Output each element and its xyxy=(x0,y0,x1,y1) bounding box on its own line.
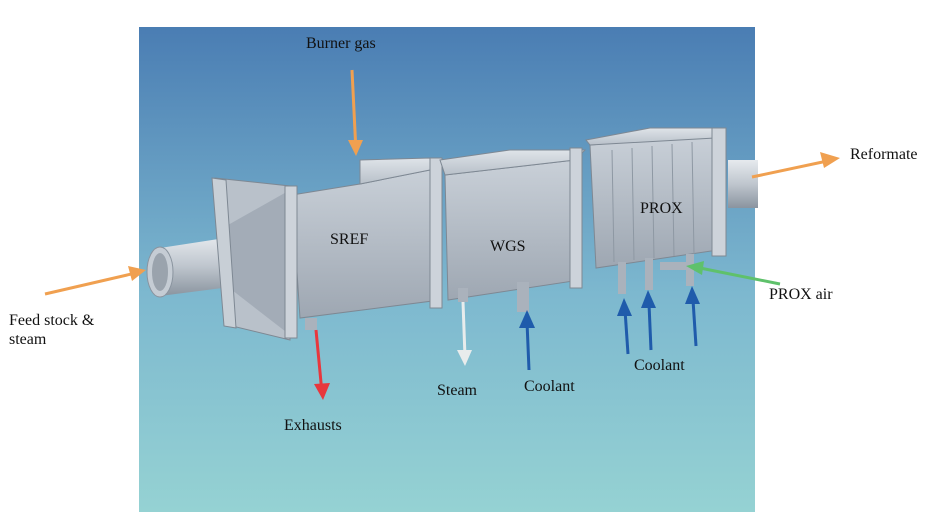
coolant-prox-label: Coolant xyxy=(634,357,685,374)
exhausts-arrowhead xyxy=(314,383,330,400)
wgs-unit xyxy=(439,147,587,312)
feed-arrow xyxy=(44,270,141,296)
reformate-outlet-pipe xyxy=(728,160,758,208)
exhausts-label: Exhausts xyxy=(284,417,342,434)
coolant-prox-arrow-1 xyxy=(623,309,630,355)
coolant-prox-arrow-2 xyxy=(647,303,653,351)
coolant-prox-arrowhead-1 xyxy=(617,298,632,316)
feed-arrowhead xyxy=(128,266,146,281)
sref-unit xyxy=(284,157,443,339)
reformate-arrowhead xyxy=(820,152,840,168)
wgs-label: WGS xyxy=(490,238,526,255)
reformate-arrow xyxy=(751,158,833,179)
burner-gas-arrow xyxy=(350,69,358,153)
coolant-wgs-label: Coolant xyxy=(524,378,575,395)
coolant-prox-arrow-3 xyxy=(691,299,698,347)
coolant-wgs-arrow xyxy=(525,321,531,371)
prox-air-label: PROX air xyxy=(769,286,833,303)
coolant-prox-arrowhead-2 xyxy=(641,290,656,308)
burner-gas-label: Burner gas xyxy=(306,35,376,52)
prox-air-arrowhead xyxy=(686,261,704,275)
prox-air-arrow xyxy=(699,266,781,286)
inlet-diffuser xyxy=(211,177,291,341)
burner-gas-arrowhead xyxy=(348,140,363,156)
reformate-label: Reformate xyxy=(850,146,918,163)
prox-label: PROX xyxy=(640,200,683,217)
coolant-prox-arrowhead-3 xyxy=(685,286,700,304)
sref-label: SREF xyxy=(330,231,368,248)
coolant-wgs-arrowhead xyxy=(519,310,535,328)
steam-arrow xyxy=(461,301,467,358)
feed-label: Feed stock & steam xyxy=(9,312,95,348)
prox-unit xyxy=(585,127,727,294)
exhausts-arrow xyxy=(314,329,324,394)
steam-arrowhead xyxy=(457,350,472,366)
steam-label: Steam xyxy=(437,382,477,399)
